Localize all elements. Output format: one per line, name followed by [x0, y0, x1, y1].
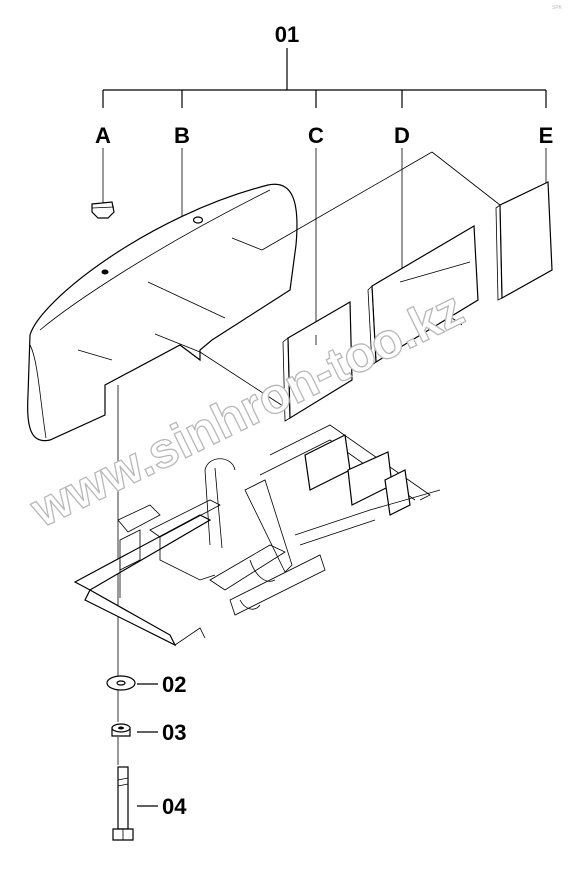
panel-c [282, 300, 353, 422]
callout-03-label: 03 [162, 720, 186, 745]
callout-d-label: D [394, 123, 410, 148]
bolt-04 [112, 766, 134, 841]
callout-01-label: 01 [275, 22, 299, 47]
assembly-guide-lines [117, 151, 501, 680]
callout-e-label: E [539, 123, 554, 148]
panel-e [495, 181, 553, 301]
washer-02 [106, 675, 136, 722]
nut-03 [111, 723, 131, 765]
bolt-hole-b [192, 216, 204, 224]
panel-d [367, 224, 479, 366]
callout-b-label: B [174, 123, 190, 148]
chassis-frame [73, 424, 441, 647]
callout-02-label: 02 [162, 672, 186, 697]
cap-a [91, 201, 115, 219]
callout-04-label: 04 [162, 794, 187, 819]
callout-a-label: A [95, 123, 111, 148]
callout-c-label: C [308, 123, 324, 148]
corner-mark: SPK [552, 5, 563, 11]
bolt-hole-a [101, 269, 109, 275]
cover-panel-b [27, 183, 298, 442]
